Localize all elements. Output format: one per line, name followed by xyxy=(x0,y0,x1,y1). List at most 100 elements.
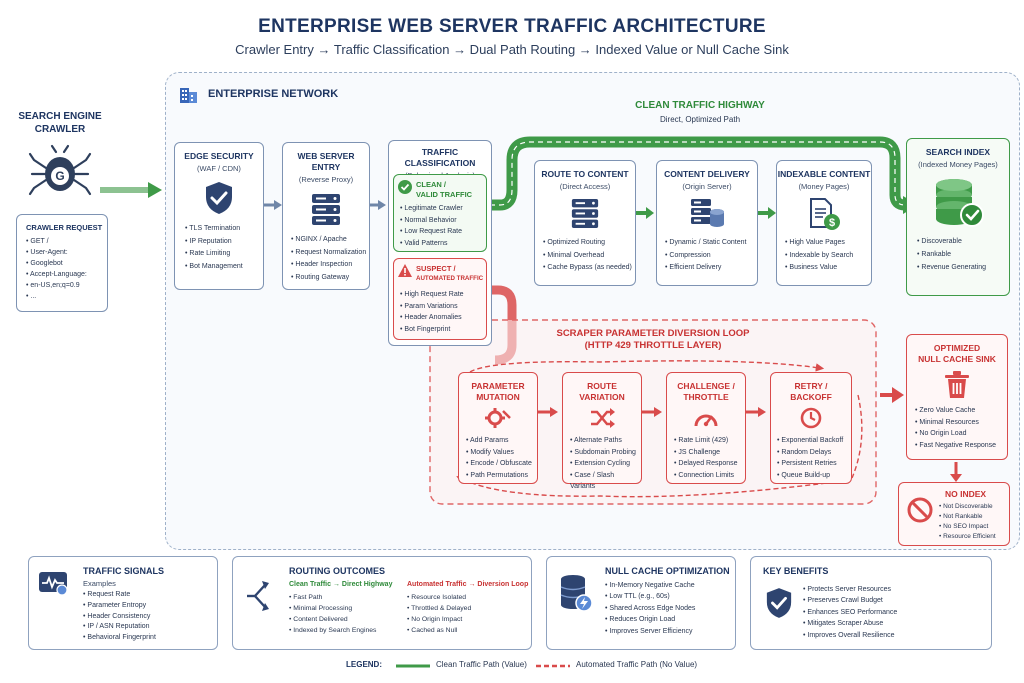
list-item: Case / Slash Variants xyxy=(570,470,641,493)
benefits-title: KEY BENEFITS xyxy=(763,566,829,576)
shield-icon xyxy=(175,181,263,215)
loop-top-arc xyxy=(469,360,825,373)
suspect-traffic-items: High Request RateParam VariationsHeader … xyxy=(400,289,464,336)
list-item: Routing Gateway xyxy=(291,272,369,285)
list-item: Minimal Processing xyxy=(289,603,376,614)
search-index-items: DiscoverableRankableRevenue Generating xyxy=(917,235,1009,274)
clean-traffic-title: CLEAN / VALID TRAFFIC xyxy=(416,180,472,200)
search-index-subtitle: (Indexed Money Pages) xyxy=(918,160,998,169)
list-item: Fast Path xyxy=(289,592,376,603)
list-item: No Origin Load xyxy=(915,428,1007,440)
list-item: Rate Limit (429) xyxy=(674,435,745,447)
loop-bottom-arc xyxy=(456,476,851,498)
param-mutation-items: Add ParamsModify ValuesEncode / Obfuscat… xyxy=(466,435,537,481)
server-icon xyxy=(535,197,635,229)
classification-title: TRAFFIC CLASSIFICATION xyxy=(404,147,476,168)
legend-auto-swatch xyxy=(536,664,570,668)
clean-title-line2: VALID TRAFFIC xyxy=(416,190,473,199)
null-opt-items: In-Memory Negative CacheLow TTL (e.g., 6… xyxy=(605,580,695,637)
list-item: Indexed by Search Engines xyxy=(289,625,376,636)
retry-backoff-card: RETRY / BACKOFF Exponential BackoffRando… xyxy=(770,372,852,484)
list-item: TLS Termination xyxy=(185,223,263,236)
page-subtitle: Crawler Entry → Traffic Classification →… xyxy=(235,42,789,57)
sink-noindex-arrowhead xyxy=(950,474,962,482)
list-item: NGINX / Apache xyxy=(291,234,369,247)
list-item: Persistent Retries xyxy=(777,458,851,470)
suspect-traffic-card: SUSPECT / AUTOMATED TRAFFIC High Request… xyxy=(393,258,487,340)
crawler-request-title: CRAWLER REQUEST xyxy=(26,223,103,232)
highway-subtitle: Direct, Optimized Path xyxy=(659,115,741,124)
param-mutation-line1: PARAMETER xyxy=(471,381,525,391)
list-item: ... xyxy=(26,291,107,302)
null-sink-title: OPTIMIZED NULL CACHE SINK xyxy=(907,343,1007,365)
param-mutation-card: PARAMETER MUTATION Add ParamsModify Valu… xyxy=(458,372,538,484)
server-rack-icon xyxy=(283,192,369,226)
challenge-title: CHALLENGE / THROTTLE xyxy=(667,381,745,403)
no-index-card: NO INDEX Not DiscoverableNot RankableNo … xyxy=(898,482,1010,546)
loop-title-line2: (HTTP 429 THROTTLE LAYER) xyxy=(584,340,722,351)
list-item: Zero Value Cache xyxy=(915,405,1007,417)
route-content-title: ROUTE TO CONTENT xyxy=(541,169,629,179)
list-item: Mitigates Scraper Abuse xyxy=(803,618,897,629)
retry-line2: BACKOFF xyxy=(790,392,832,402)
indexable-subtitle: (Money Pages) xyxy=(798,182,850,191)
svg-text:$: $ xyxy=(829,217,835,229)
list-item: Queue Build-up xyxy=(777,470,851,482)
list-item: Encode / Obfuscate xyxy=(466,458,537,470)
database-check-icon xyxy=(907,177,1009,229)
trash-bin-icon xyxy=(907,371,1007,399)
list-item: Add Params xyxy=(466,435,537,447)
list-item: Path Permutations xyxy=(466,470,537,482)
null-cache-optimization-panel: NULL CACHE OPTIMIZATION In-Memory Negati… xyxy=(546,556,736,650)
list-item: Random Delays xyxy=(777,447,851,459)
list-item: No Origin Impact xyxy=(407,614,471,625)
benefits-items: Protects Server ResourcesPreserves Crawl… xyxy=(803,584,897,641)
null-cache-sink-card: OPTIMIZED NULL CACHE SINK Zero Value Cac… xyxy=(906,334,1008,460)
list-item: Low Request Rate xyxy=(400,226,463,238)
web-server-subtitle: (Reverse Proxy) xyxy=(298,175,354,184)
legend-auto-label: Automated Traffic Path (No Value) xyxy=(576,660,698,669)
list-item: Cached as Null xyxy=(407,625,471,636)
list-item: Compression xyxy=(665,250,757,263)
list-item: Minimal Resources xyxy=(915,417,1007,429)
no-entry-icon xyxy=(907,497,933,528)
list-item: Rankable xyxy=(917,248,1009,261)
web-server-title: WEB SERVER ENTRY xyxy=(297,151,355,172)
route-variation-line1: ROUTE xyxy=(587,381,617,391)
list-item: Exponential Backoff xyxy=(777,435,851,447)
route-variation-title: ROUTE VARIATION xyxy=(563,381,641,403)
list-item: Param Variations xyxy=(400,301,464,313)
content-delivery-title: CONTENT DELIVERY xyxy=(664,169,750,179)
edge-security-title: EDGE SECURITY xyxy=(184,151,254,161)
route-variation-items: Alternate PathsSubdomain ProbingExtensio… xyxy=(570,435,641,493)
list-item: Parameter Entropy xyxy=(83,601,156,612)
database-bolt-icon xyxy=(559,573,593,618)
mutation-route-arrowhead xyxy=(550,407,558,417)
loop-sink-arrowhead xyxy=(892,387,904,403)
suspect-traffic-title: SUSPECT / AUTOMATED TRAFFIC xyxy=(416,264,483,284)
list-item: Bot Fingerprint xyxy=(400,324,464,336)
crawler-title: SEARCH ENGINE CRAWLER xyxy=(10,110,110,136)
pulse-monitor-icon xyxy=(38,571,68,602)
document-dollar-icon: $ xyxy=(777,197,871,231)
key-benefits-panel: KEY BENEFITS Protects Server ResourcesPr… xyxy=(750,556,992,650)
outcomes-auto-items: Resource IsolatedThrottled & DelayedNo O… xyxy=(407,592,471,636)
list-item: Shared Across Edge Nodes xyxy=(605,603,695,614)
spider-bot-icon: G xyxy=(28,144,92,203)
list-item: Behavioral Fingerprint xyxy=(83,633,155,644)
list-item: Fast Negative Response xyxy=(915,440,1007,452)
list-item: Request Normalization xyxy=(291,247,369,260)
edge-security-subtitle: (WAF / CDN) xyxy=(197,164,241,173)
outcomes-title: ROUTING OUTCOMES xyxy=(289,566,385,576)
list-item: Protects Server Resources xyxy=(803,584,897,595)
speedometer-icon xyxy=(667,407,745,429)
param-mutation-title: PARAMETER MUTATION xyxy=(459,381,537,403)
list-item: Header Anomalies xyxy=(400,312,464,324)
list-item: Modify Values xyxy=(466,447,537,459)
route-content-items: Optimized RoutingMinimal OverheadCache B… xyxy=(543,237,635,275)
list-item: High Value Pages xyxy=(785,237,871,250)
list-item: Efficient Delivery xyxy=(665,262,757,275)
route-variation-card: ROUTE VARIATION Alternate PathsSubdomain… xyxy=(562,372,642,490)
list-item: IP Reputation xyxy=(185,236,263,249)
clean-traffic-card: CLEAN / VALID TRAFFIC Legitimate Crawler… xyxy=(393,174,487,252)
